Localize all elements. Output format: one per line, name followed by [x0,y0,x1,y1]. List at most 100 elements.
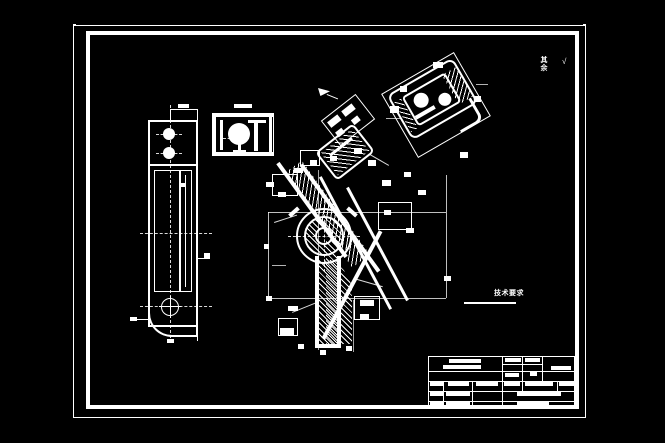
tb-scale-value [530,372,537,377]
tb-col-line-5 [542,357,543,381]
construction-line-3 [268,212,269,298]
corner-mark-tl [73,24,76,25]
dim-tag-9 [384,210,391,215]
dim-text-lower-left [130,317,137,321]
internal-slot [154,170,192,292]
bottom-bore-cross-v [170,296,171,318]
dim-leader-lower-left [137,319,149,320]
dim-tag-2 [310,160,317,165]
tb-sig-4 [504,382,520,387]
arrow-tail [326,94,339,100]
callout-box-1 [272,174,298,196]
rib-step [180,183,185,187]
tb-sig-6 [559,382,574,387]
technical-requirements-underline [464,302,516,304]
title-block[interactable] [428,356,576,407]
technical-requirements-heading: 技术要求 [494,289,524,297]
dim-ext-right [197,109,198,121]
tb-sig-2 [448,382,469,387]
dim-tag-7 [404,172,411,177]
section-left-wall [213,117,216,152]
bore-centerline-2 [156,153,182,154]
technical-requirements[interactable]: 技术要求 [464,289,574,314]
tb-col-line-1 [443,381,444,407]
surface-finish-note: 其余 √ [540,56,586,80]
tb-drawn-label [430,392,443,397]
section-top-flange [212,113,274,117]
surface-finish-label: 其余 [540,56,548,72]
construction-line-6 [353,300,354,352]
tb-col-line-2 [472,381,473,407]
dim-tag-1 [294,168,303,173]
dim-text-top [178,104,189,108]
tb-institution-line-1 [517,392,561,397]
dim-tag-12 [278,192,286,197]
dim-tag-4 [354,148,362,154]
detail-dim-text-top [433,62,443,68]
dim-tag-10 [406,228,414,233]
tb-sheet-value [551,366,571,371]
main-view[interactable] [258,60,488,355]
callout-box-4 [278,318,298,336]
section-view[interactable] [206,100,288,170]
construction-line-7 [272,265,286,266]
leader-1 [274,214,298,223]
dim-line-top [170,109,198,110]
section-leader [223,138,249,139]
detail-view[interactable] [381,51,491,166]
slot-rib-line-2 [185,175,186,287]
detail-dim-tag-4 [460,152,468,158]
tb-sig-3 [476,382,498,387]
tb-material-value [505,373,519,378]
dim-tag-6 [382,180,391,186]
detail-projection-2 [476,84,488,85]
dim-tag-19 [360,314,369,319]
dim-tag-13 [264,244,269,249]
section-boss-stem [238,140,241,154]
tb-sig-1 [430,382,443,387]
detail-projection-1 [386,118,402,119]
construction-line-2 [268,298,446,299]
section-inner-web-left [220,120,223,150]
dim-tag-5 [368,160,376,166]
body-outline [148,120,198,327]
corner-mark-br [583,417,586,418]
dim-leader-right [198,258,208,259]
tb-part-name [449,359,481,364]
tb-checked-label [430,402,443,407]
section-view-dim-text [234,104,252,108]
callout-box-3 [378,202,412,230]
dim-text-right [204,253,210,259]
tb-col-line-6 [522,381,523,391]
callout-box-5 [354,296,380,320]
view-centerline-vertical [170,105,171,343]
dim-tag-17 [280,328,294,336]
tb-drawn-by [446,392,470,397]
arm-stem-left [315,256,319,348]
main-boss-centerline-v [324,200,325,272]
dim-text-bottom [167,339,174,343]
dim-tag-11 [266,182,274,187]
tb-col-line-7 [557,381,558,391]
dim-ext-bottom [197,327,198,341]
construction-line-4 [446,175,447,298]
tb-checked-by [446,402,470,407]
view-centerline-mid [140,233,212,234]
detail-dim-tag-3 [400,86,407,92]
section-arrow-top [318,88,339,104]
dim-tag-20 [298,344,304,349]
callout-box-2 [300,150,320,166]
dim-tag-14 [444,276,451,281]
dim-tag-22 [346,346,352,351]
construction-line-1 [268,212,446,213]
front-view[interactable] [130,95,240,345]
tb-drawing-number [443,365,481,370]
sheet-inner-border [86,31,579,409]
section-bottom-flange [212,152,274,156]
tb-scale-label [525,358,540,363]
section-inner-web-stem [254,123,258,151]
bore-centerline-1 [156,134,182,135]
tb-material-label [505,358,521,363]
arm-stem-bottom [315,344,341,348]
